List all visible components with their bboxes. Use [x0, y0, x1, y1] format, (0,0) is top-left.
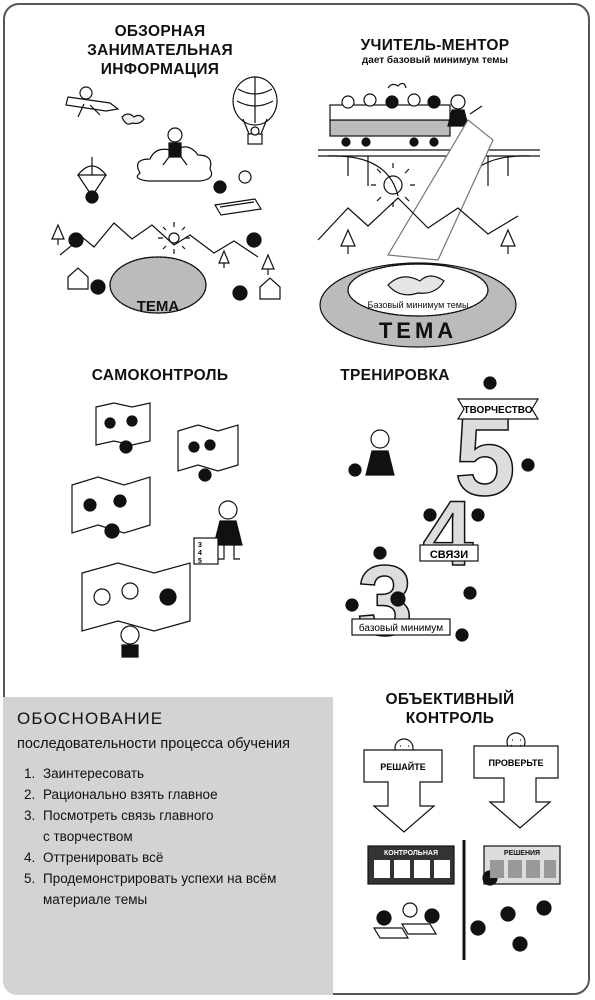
selfcontrol-title: САМОКОНТРОЛЬ: [91, 367, 229, 384]
selfcontrol-illustration: 3 4 5: [71, 402, 243, 658]
step-text-continued: материале темы: [43, 892, 148, 907]
overview-title-line-2: ЗАНИМАТЕЛЬНАЯ: [87, 42, 233, 59]
mentor-topic-label: ТЕМА: [379, 318, 457, 343]
objective-title-line-1: ОБЪЕКТИВНЫЙ: [385, 691, 515, 708]
mentor-title: УЧИТЕЛЬ-МЕНТОР дает базовый минимум темы: [330, 36, 540, 67]
objective-illustration: РЕШАЙТЕ ПРОВЕРЬТЕ КОНТРОЛЬНАЯ РЕШЕНИЯ: [363, 732, 561, 960]
digit-4: 4: [422, 483, 473, 585]
overview-illustration: ТЕМА: [51, 76, 281, 315]
rationale-step: Посмотреть связь главного с творчеством: [39, 805, 339, 847]
test-board-label: КОНТРОЛЬНАЯ: [384, 850, 438, 857]
rationale-step: Оттренировать всё: [39, 847, 339, 868]
links-label: СВЯЗИ: [430, 549, 468, 561]
sheet-grade-3: 3: [198, 542, 202, 549]
step-text: Рационально взять главное: [43, 787, 218, 802]
check-label: ПРОВЕРЬТЕ: [489, 758, 544, 768]
step-text: Оттренировать всё: [43, 850, 164, 865]
overview-topic-label: ТЕМА: [137, 298, 180, 315]
overview-title-line-1: ОБЗОРНАЯ: [114, 23, 206, 40]
rationale-box: ОБОСНОВАНИЕ последовательности процесса …: [3, 697, 333, 995]
objective-title: ОБЪЕКТИВНЫЙ КОНТРОЛЬ: [360, 690, 540, 728]
mentor-subtitle: дает базовый минимум темы: [361, 55, 509, 66]
sheet-grade-5: 5: [198, 558, 202, 565]
rationale-step: Продемонстрировать успехи на всём материа…: [39, 868, 339, 910]
rationale-step: Заинтересовать: [39, 763, 339, 784]
solutions-board-label: РЕШЕНИЯ: [504, 850, 540, 857]
mentor-title-text: УЧИТЕЛЬ-МЕНТОР: [360, 37, 510, 54]
overview-title: ОБЗОРНАЯ ЗАНИМАТЕЛЬНАЯ ИНФОРМАЦИЯ: [60, 22, 260, 79]
step-text: Посмотреть связь главного: [43, 808, 214, 823]
step-text: Продемонстрировать успехи на всём: [43, 871, 277, 886]
step-text: Заинтересовать: [43, 766, 145, 781]
step-text-continued: с творчеством: [43, 829, 133, 844]
basic-minimum-label: базовый минимум: [359, 622, 443, 634]
rationale-step: Рационально взять главное: [39, 784, 339, 805]
training-title: ТРЕНИРОВКА: [340, 367, 450, 384]
overview-title-line-3: ИНФОРМАЦИЯ: [100, 61, 220, 78]
rationale-steps: Заинтересовать Рационально взять главное…: [21, 763, 339, 910]
sheet-grade-4: 4: [198, 550, 202, 557]
rationale-title: ОБОСНОВАНИЕ: [17, 709, 164, 728]
solve-label: РЕШАЙТЕ: [380, 761, 426, 772]
objective-title-line-2: КОНТРОЛЬ: [405, 710, 495, 727]
creativity-banner: ТВОРЧЕСТВО: [463, 405, 532, 416]
rationale-subtitle: последовательности процесса обучения: [17, 736, 291, 752]
mentor-ring-text: Базовый минимум темы: [368, 300, 469, 310]
mentor-illustration: Базовый минимум темы ТЕМА: [317, 82, 540, 348]
training-illustration: 5 4 3 ТВОРЧЕСТВО СВЯЗИ базовый минимум: [345, 376, 540, 658]
